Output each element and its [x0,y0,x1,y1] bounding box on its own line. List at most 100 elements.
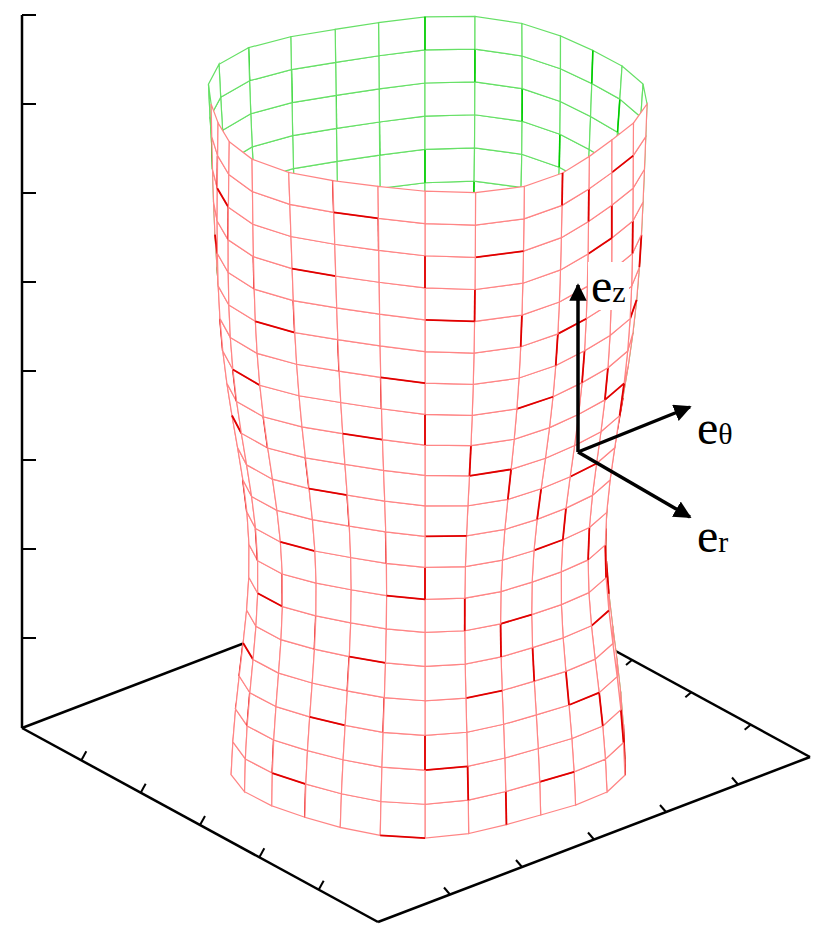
mesh-face [333,181,379,219]
mesh-edge [387,596,425,600]
axis-tick [319,881,324,890]
mesh-cell [351,558,387,596]
mesh-edge [381,377,425,383]
mesh-cell [347,657,385,698]
mesh-edge [292,269,336,276]
mesh-face [425,82,475,116]
mesh-face [291,29,336,69]
mesh-edge [558,319,586,334]
mesh-cell [334,212,379,250]
axis-tick [259,848,264,857]
mesh-edge [582,351,584,383]
mesh-face [425,288,475,322]
mesh-cell [379,282,425,320]
mesh-face [349,623,386,663]
mesh-edge [501,615,532,624]
mesh-edge [243,643,253,660]
mesh-cell [425,445,471,476]
vector-arrow [576,285,580,452]
mesh-cell [425,288,475,322]
mesh-face [425,732,468,770]
mesh-edge [566,671,569,705]
mesh-cell [425,82,475,116]
mesh-cell [378,186,425,223]
mesh-face [380,802,425,839]
mesh-face [382,440,425,476]
mesh-cell [382,732,425,770]
mesh-edge [521,315,522,347]
mesh-cell [380,314,425,352]
mesh-cell [379,250,425,288]
mesh-face [218,123,230,175]
mesh-cell [425,115,475,150]
mesh-face [620,66,643,117]
mesh-edge [255,321,294,332]
mesh-edge [469,469,511,475]
mesh-cell [425,698,467,735]
mesh-edge [424,149,426,182]
mesh-cell [425,191,476,225]
mesh-cell [475,186,524,225]
axis-tick [22,370,36,372]
mesh-cell [475,251,524,289]
mesh-face [425,631,465,667]
mesh-face [475,186,524,225]
mesh-face [229,142,253,192]
mesh-edge [611,205,613,238]
mesh-edge [474,49,476,82]
mesh-cell [381,377,425,414]
mesh-edge [467,766,469,800]
mesh-face [425,567,465,600]
axis-tick [588,833,594,840]
mesh-face [425,445,471,476]
mesh-face [589,140,612,189]
mesh-edge [605,383,624,399]
axis-tick [626,660,632,665]
axis-line [22,728,378,922]
mesh-face [383,698,425,736]
mesh-cell [351,590,387,629]
mesh-face [309,489,349,526]
mesh-cell [248,37,291,81]
mesh-edge [424,735,426,770]
mesh-face [468,469,511,505]
mesh-cell [335,23,379,63]
mesh-cell [380,346,425,383]
mesh-edge [588,238,612,254]
mesh-edge [605,368,608,400]
mesh-face [380,149,425,188]
mesh-cell [379,116,425,155]
mesh-cell [425,49,475,83]
mesh-edge [612,156,633,173]
mesh-face [425,506,468,537]
mesh-edge [272,773,306,784]
mesh-face [382,732,425,770]
axis-tick [22,548,36,550]
axis-line [378,757,810,922]
mesh-edge [334,212,379,218]
basis-vectors [578,285,690,517]
mesh-face [379,116,425,155]
mesh-cell [343,434,384,471]
mesh-face [425,383,473,415]
mesh-face [382,409,425,445]
mesh-face [381,767,425,804]
mesh-cell [386,532,425,568]
mesh-edge [533,648,535,682]
mesh-edge [217,188,228,207]
mesh-face [219,48,250,98]
mesh-face [379,50,425,89]
mesh-cell [425,16,475,50]
mesh-face [475,251,524,289]
mesh-face [378,218,425,255]
mesh-cell [386,563,425,599]
mesh-edge [424,414,426,445]
mesh-face [386,629,425,666]
mesh-cell [560,36,592,83]
mesh-face [592,50,622,99]
mesh-face [425,800,469,838]
mesh-edge [424,17,426,50]
mesh-face [343,434,384,471]
mesh-cell [425,664,466,701]
